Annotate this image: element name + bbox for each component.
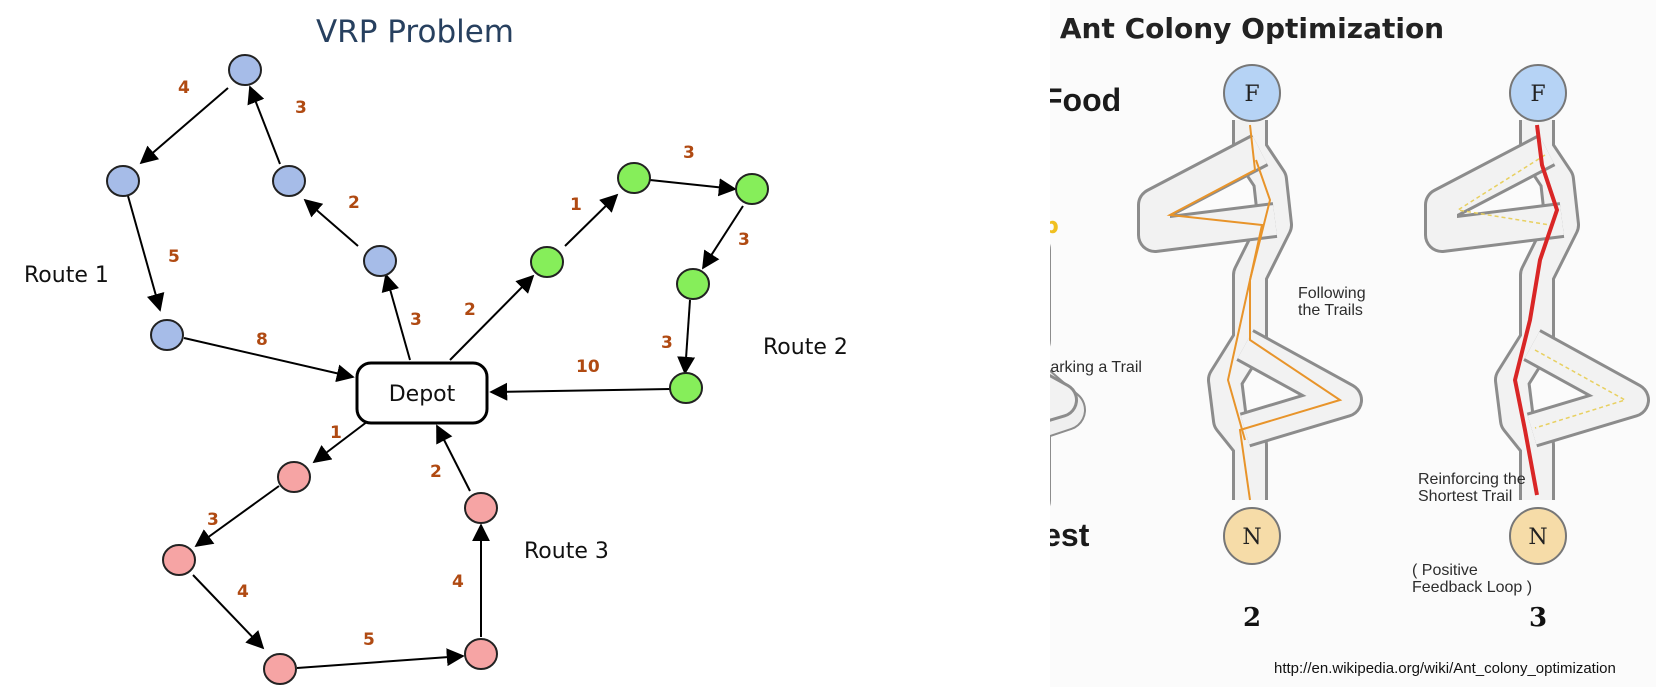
weight-label: 1	[570, 195, 582, 215]
ant-trail-diagram-1: ⁂	[852, 120, 1078, 500]
route1-node	[363, 245, 397, 277]
edge-r2-e	[677, 299, 696, 375]
edge-r3-b	[194, 485, 280, 548]
route-3-label: Route 3	[524, 539, 609, 564]
weight-label: 4	[178, 78, 190, 98]
edge-r2-c	[649, 178, 737, 197]
vrp-panel: VRP Problem Depot 4 3 2 5 8 3 2 1 3 3 3	[24, 14, 848, 685]
route2-node	[669, 372, 703, 404]
ant-trail-diagram-3	[1424, 120, 1650, 500]
caption-following-2: the Trails	[1298, 302, 1363, 319]
caption-reinforcing-1: Reinforcing the	[1418, 471, 1526, 488]
food-node-3: F	[1509, 64, 1567, 122]
svg-text:F: F	[1244, 82, 1259, 107]
aco-panel: Ant Colony Optimization ⁂	[852, 0, 1656, 687]
weight-label: 5	[363, 630, 375, 650]
food-node-2: F	[1223, 64, 1281, 122]
route2-node	[617, 162, 651, 194]
aco-illustration: Ant Colony Optimization ⁂	[852, 12, 1650, 677]
svg-text:F: F	[1530, 82, 1545, 107]
ant-trail-diagram-2	[1137, 120, 1363, 501]
aco-title: Ant Colony Optimization	[1060, 12, 1444, 45]
food-label: Food	[1050, 82, 1121, 118]
route2-node	[676, 268, 710, 300]
weight-label: 2	[430, 462, 442, 482]
caption-reinforcing-2: Shortest Trail	[1418, 488, 1512, 505]
route1-node	[106, 165, 140, 197]
step-number-3: 3	[1529, 603, 1547, 633]
edge-r1-e	[303, 198, 359, 247]
caption-marking: Marking a Trail	[1050, 359, 1142, 376]
caption-feedback-1: ( Positive	[1412, 562, 1478, 579]
edge-r2-b	[564, 193, 619, 247]
route3-node	[464, 638, 498, 670]
edge-r2-a	[449, 274, 535, 361]
edge-r1-f	[247, 85, 281, 165]
edge-r1-d	[381, 273, 411, 361]
source-url[interactable]: http://en.wikipedia.org/wiki/Ant_colony_…	[1274, 660, 1616, 677]
edge-r3-f	[436, 424, 471, 492]
arrow-b-label: b	[1050, 214, 1059, 239]
route1-node	[272, 165, 306, 197]
nest-node-2: N	[1223, 507, 1281, 565]
weight-label: 3	[207, 510, 219, 530]
weight-label: 2	[464, 300, 476, 320]
weight-label: 1	[330, 423, 342, 443]
weight-label: 3	[683, 143, 695, 163]
weight-label: 3	[661, 333, 673, 353]
route3-node	[162, 544, 196, 576]
route3-node	[263, 653, 297, 685]
depot-label: Depot	[389, 382, 456, 407]
edge-r1-b	[127, 195, 165, 312]
svg-text:N: N	[1528, 525, 1547, 550]
weight-label: 3	[410, 310, 422, 330]
weight-label: 5	[168, 247, 180, 267]
depot-node	[355, 361, 489, 425]
weight-label: 8	[256, 330, 268, 350]
route-1-label: Route 1	[24, 263, 109, 288]
route3-node	[277, 461, 311, 493]
weight-label: 4	[452, 572, 464, 592]
vrp-graph: VRP Problem Depot 4 3 2 5 8 3 2 1 3 3 3	[24, 14, 848, 685]
trail-network-1	[934, 109, 1086, 521]
weight-label: 10	[576, 357, 600, 377]
route1-node	[150, 319, 184, 351]
edge-r1-a	[139, 87, 229, 165]
edge-r2-f	[489, 382, 671, 401]
step-number-2: 2	[1243, 603, 1261, 633]
edge-r1-c	[183, 337, 355, 383]
vrp-title: VRP Problem	[316, 14, 514, 50]
route3-node	[464, 492, 498, 524]
weight-label: 4	[237, 582, 249, 602]
caption-feedback-2: Feedback Loop )	[1412, 579, 1532, 596]
route2-node	[735, 173, 769, 205]
route1-node	[228, 54, 262, 86]
nest-node-3: N	[1509, 507, 1567, 565]
nest-label: Nest	[1050, 517, 1090, 553]
weight-label: 2	[348, 193, 360, 213]
route2-node	[530, 246, 564, 278]
weight-label: 3	[295, 98, 307, 118]
svg-text:N: N	[1242, 525, 1261, 550]
edge-r3-c	[192, 574, 265, 650]
edge-r3-d	[296, 648, 465, 669]
caption-following-1: Following	[1298, 285, 1366, 302]
edge-r2-d	[702, 205, 744, 270]
weight-label: 3	[738, 230, 750, 250]
route-2-label: Route 2	[763, 335, 848, 360]
